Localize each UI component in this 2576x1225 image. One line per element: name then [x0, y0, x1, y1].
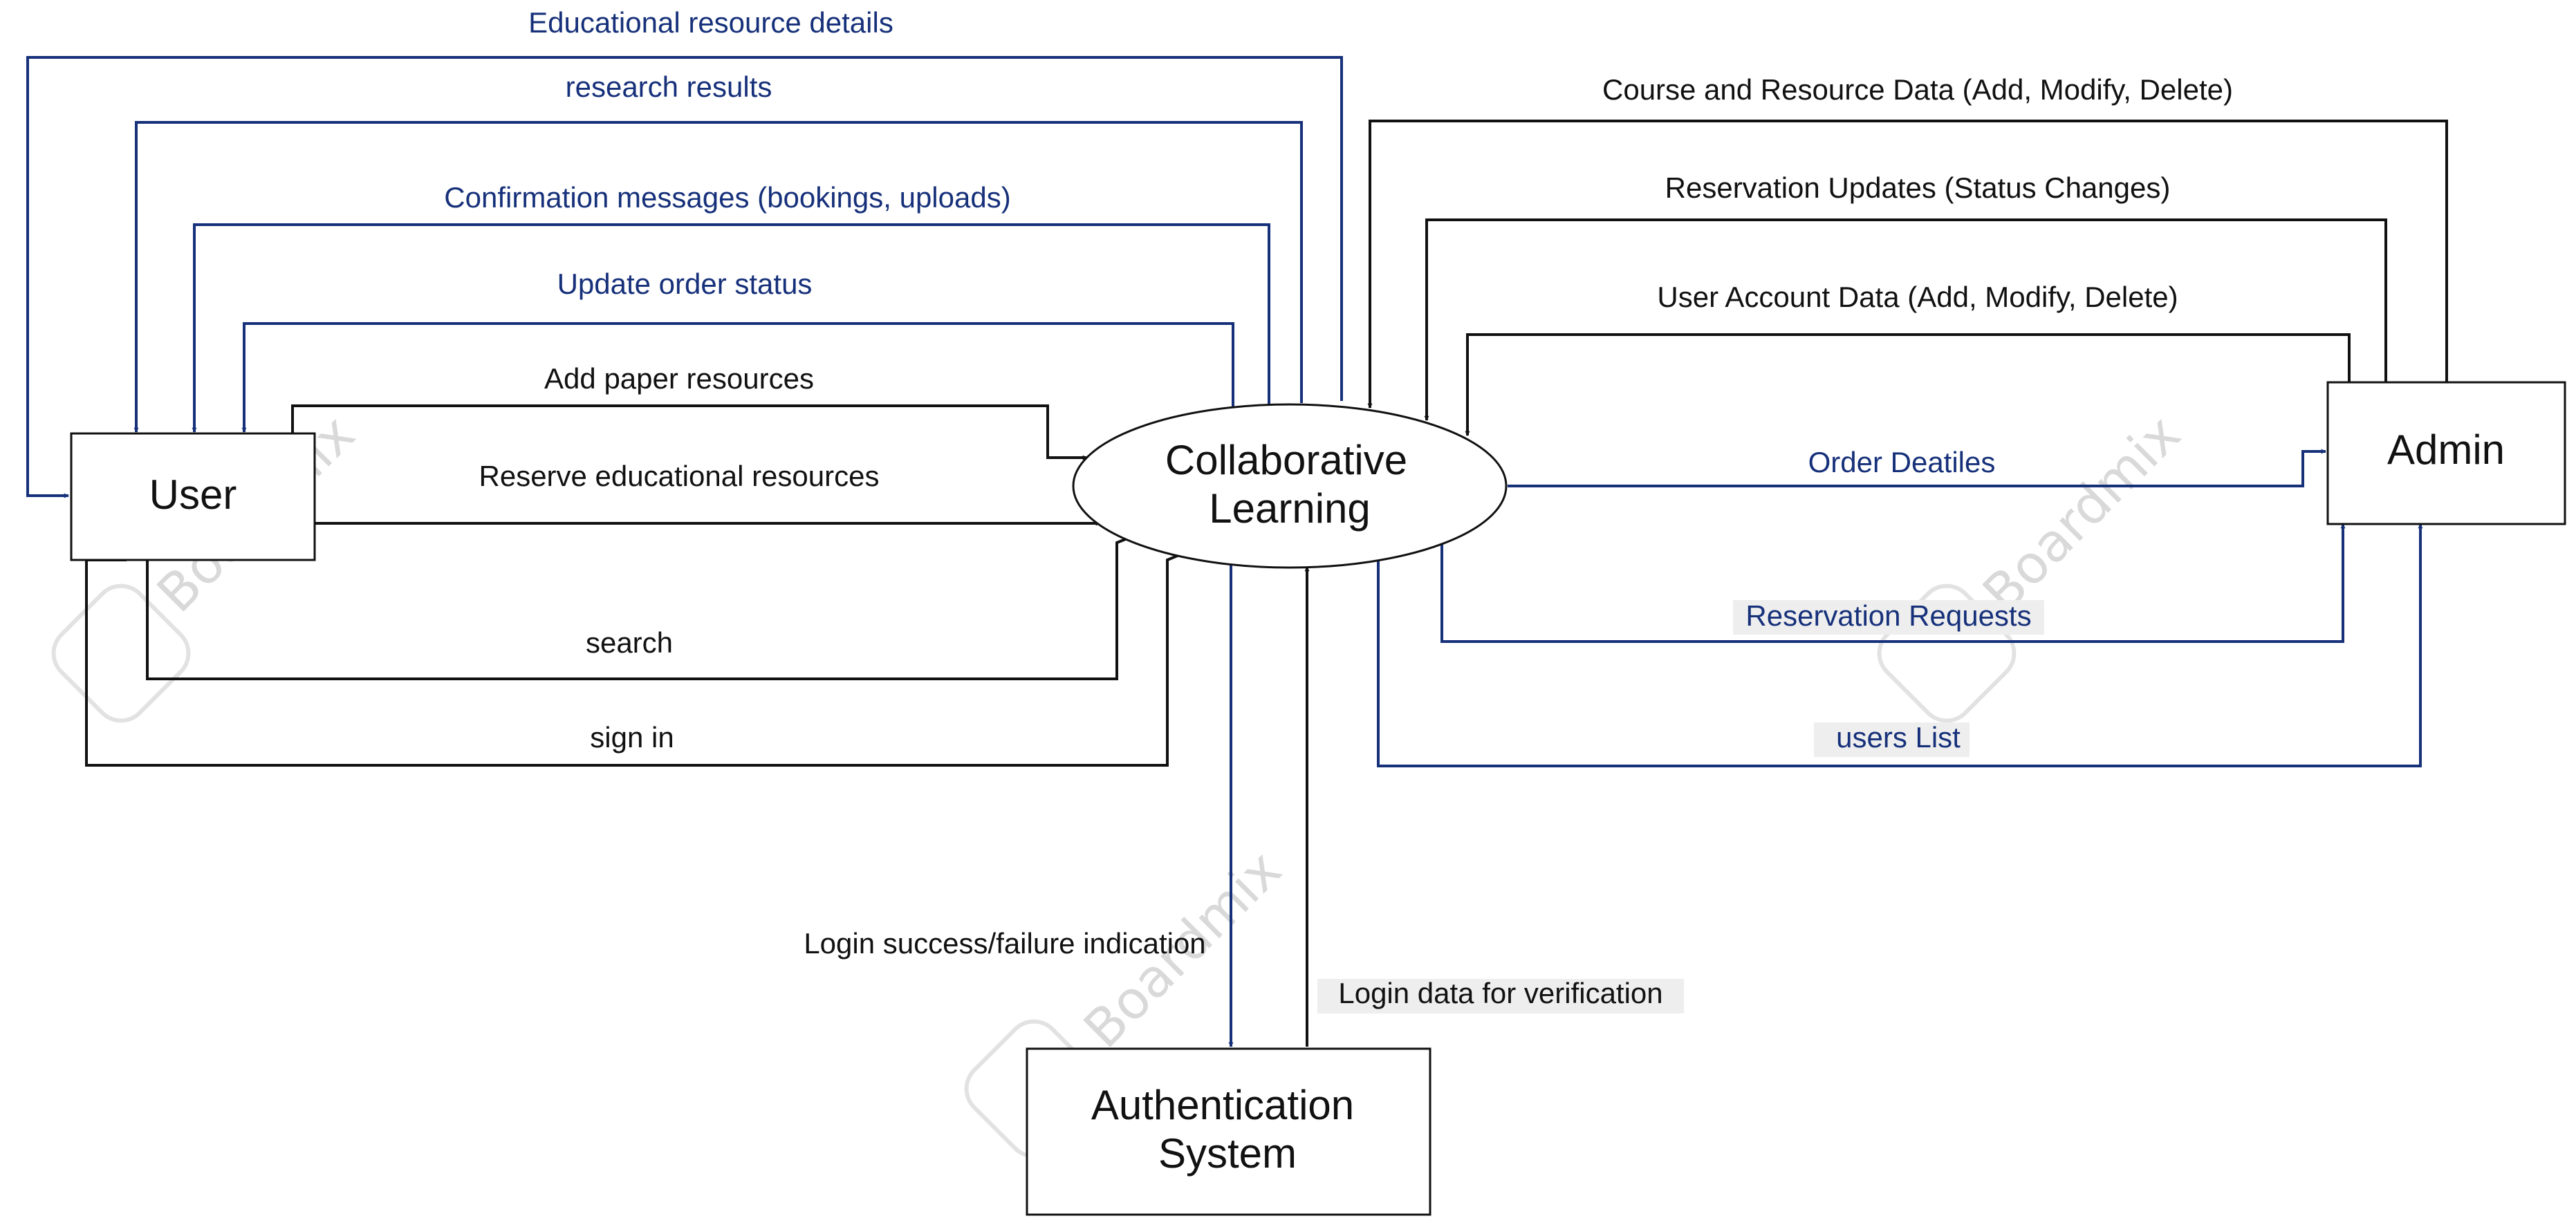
label-update-order-status: Update order status [557, 268, 813, 300]
node-admin[interactable]: Admin [2326, 381, 2566, 525]
label-login-result: Login success/failure indication [804, 927, 1205, 960]
flow-order-details [1508, 449, 2326, 487]
flow-add-paper-resources [291, 404, 1088, 460]
node-user-label: User [149, 471, 237, 518]
flow-confirmation-messages [192, 223, 1270, 433]
node-auth-label-line2: System [1158, 1130, 1297, 1177]
flow-users-list [1377, 523, 2423, 767]
flow-reservation-requests [1440, 523, 2346, 643]
label-confirmation-messages: Confirmation messages (bookings, uploads… [444, 181, 1010, 214]
node-collaborative-learning[interactable]: Collaborative Learning [1072, 403, 1508, 569]
label-search: search [586, 626, 673, 659]
label-order-details: Order Deatiles [1808, 446, 1996, 478]
watermark-text: Boardmix [1971, 403, 2192, 624]
flow-educational-resource-details [26, 56, 1343, 498]
node-process-label-line1: Collaborative [1165, 437, 1407, 483]
flow-user-account-data [1465, 333, 2351, 436]
flow-update-order-status [241, 322, 1234, 433]
highlight-reservation-requests [1733, 600, 2044, 635]
label-login-data: Login data for verification [1338, 977, 1662, 1009]
label-reservation-updates: Reservation Updates (Status Changes) [1665, 171, 2171, 204]
node-user[interactable]: User [70, 432, 316, 561]
label-user-account-data: User Account Data (Add, Modify, Delete) [1657, 281, 2178, 313]
node-auth-label-line1: Authentication [1091, 1082, 1354, 1128]
highlight-users-list [1814, 722, 1970, 757]
flow-course-resource-data [1367, 120, 2448, 409]
flow-research-results [133, 121, 1303, 433]
label-reserve-educational-resources: Reserve educational resources [479, 460, 880, 492]
node-authentication-system[interactable]: Authentication System [1026, 1047, 1431, 1216]
label-add-paper-resources: Add paper resources [544, 362, 814, 395]
node-admin-label: Admin [2387, 427, 2505, 473]
node-process-label-line2: Learning [1209, 485, 1371, 532]
highlight-login-data [1317, 979, 1684, 1013]
label-course-resource-data: Course and Resource Data (Add, Modify, D… [1602, 73, 2233, 106]
label-sign-in: sign in [590, 721, 674, 754]
flow-reservation-updates [1424, 218, 2387, 421]
label-educational-resource-details: Educational resource details [528, 6, 893, 39]
flow-search [146, 534, 1135, 680]
label-users-list: users List [1836, 721, 1961, 754]
label-reservation-requests: Reservation Requests [1745, 599, 2031, 632]
label-research-results: research results [566, 71, 772, 103]
